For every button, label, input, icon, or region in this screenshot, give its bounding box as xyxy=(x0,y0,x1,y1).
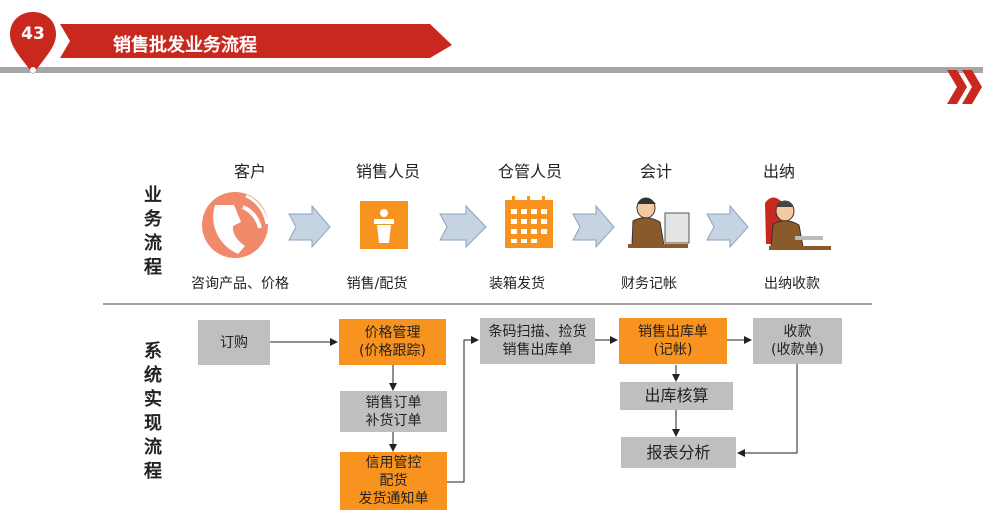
caption-accountant: 财务记帐 xyxy=(621,276,677,292)
sales-order-box: 销售订单 补货订单 xyxy=(340,391,447,432)
phone-icon xyxy=(202,192,269,258)
speaker-podium-icon xyxy=(360,201,408,249)
flow-arrow-icon xyxy=(572,204,615,249)
credit-control-box: 信用管控 配货 发货通知单 xyxy=(340,452,447,510)
flow-arrow-icon xyxy=(706,204,749,249)
flow-arrow-icon xyxy=(439,204,487,249)
caption-sales: 销售/配货 xyxy=(346,276,408,292)
report-analysis-box: 报表分析 xyxy=(621,437,736,468)
page-title: 销售批发业务流程 xyxy=(113,35,257,56)
double-chevron-icon xyxy=(947,70,982,104)
cashier-figure-icon xyxy=(765,197,831,250)
role-warehouse: 仓管人员 xyxy=(497,162,562,181)
order-box: 订购 xyxy=(198,320,270,365)
receipt-box: 收款 (收款单) xyxy=(753,318,842,364)
outbound-costing-box: 出库核算 xyxy=(620,382,733,410)
barcode-scan-box: 条码扫描、捡货 销售出库单 xyxy=(480,318,595,364)
caption-customer: 咨询产品、价格 xyxy=(191,276,289,292)
slide-number: 43 xyxy=(21,24,45,44)
role-customer: 客户 xyxy=(233,162,266,181)
system-process-label: 系统实现流程 xyxy=(144,341,162,482)
caption-cashier: 出纳收款 xyxy=(764,276,820,292)
role-cashier: 出纳 xyxy=(762,162,795,181)
accountant-figure-icon xyxy=(628,197,690,248)
calendar-grid-icon xyxy=(505,196,553,248)
sales-outbound-box: 销售出库单 (记帐) xyxy=(619,318,727,364)
role-sales: 销售人员 xyxy=(355,162,420,181)
business-process-label: 业务流程 xyxy=(144,185,162,278)
price-management-box: 价格管理 (价格跟踪) xyxy=(339,319,446,365)
caption-warehouse: 装箱发货 xyxy=(489,276,545,292)
role-accountant: 会计 xyxy=(639,162,672,181)
flow-arrow-icon xyxy=(288,204,331,249)
